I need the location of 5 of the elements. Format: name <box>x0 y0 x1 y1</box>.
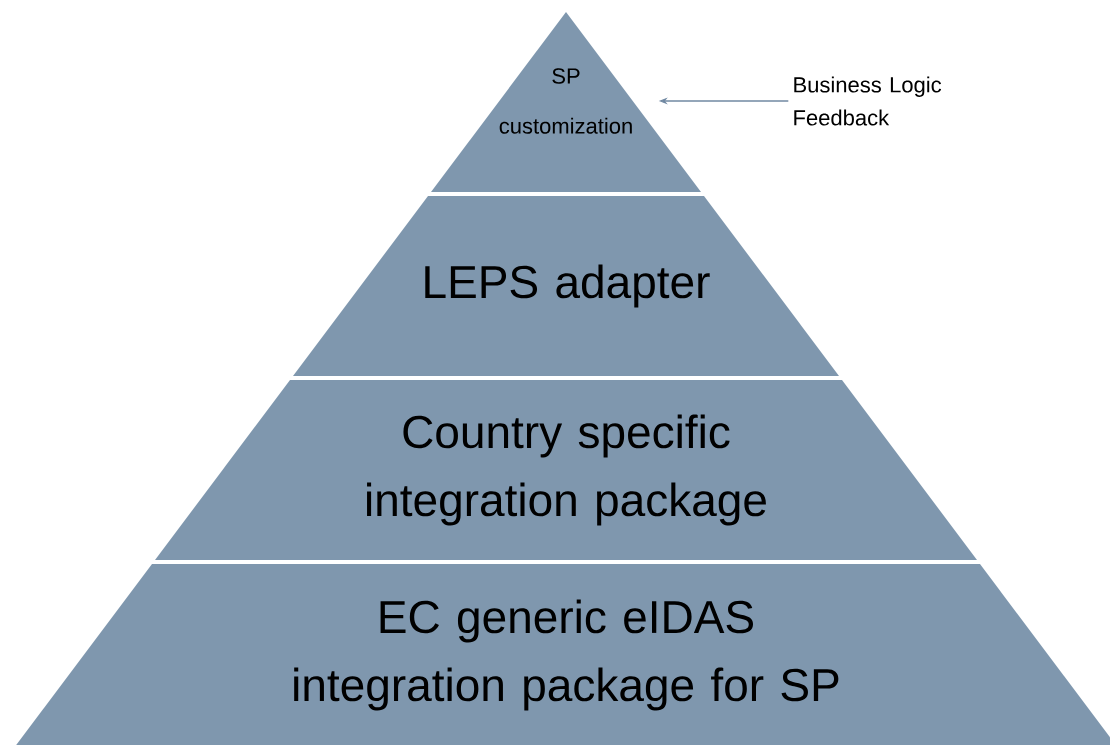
pyramid-top: SP customization <box>431 12 701 192</box>
pyramid-layer: LEPS adapter <box>293 196 839 376</box>
annotation-text: Business Logic Feedback <box>794 76 942 126</box>
pyramid-layer: Country specific integration package <box>155 380 977 560</box>
pyramid-layer: EC generic eIDAS integration package for SP <box>16 564 1110 745</box>
